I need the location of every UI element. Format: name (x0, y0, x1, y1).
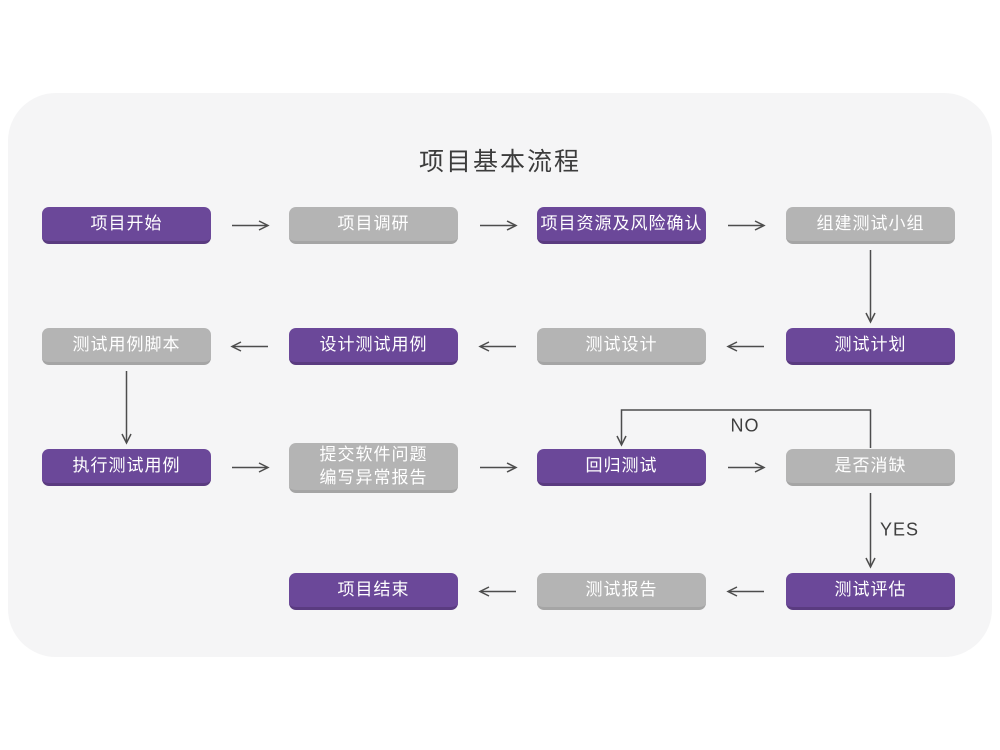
flow-node-project-research: 项目调研 (289, 207, 458, 244)
flow-node-test-case-script: 测试用例脚本 (42, 328, 211, 365)
flow-node-build-test-team: 组建测试小组 (786, 207, 955, 244)
flow-node-execute-test-cases: 执行测试用例 (42, 449, 211, 486)
flow-node-test-plan: 测试计划 (786, 328, 955, 365)
node-label: 测试计划 (834, 334, 907, 354)
flow-node-project-start: 项目开始 (42, 207, 211, 244)
flow-node-defect-resolved: 是否消缺 (786, 449, 955, 486)
flow-node-project-resources-risk-confirm: 项目资源及风险确认 (537, 207, 706, 244)
node-label: 组建测试小组 (816, 213, 925, 233)
node-label: 回归测试 (585, 455, 658, 475)
flow-node-submit-issues-write-report: 提交软件问题编写异常报告 (289, 443, 458, 493)
node-label: 项目调研 (337, 213, 410, 233)
flow-node-design-test-cases: 设计测试用例 (289, 328, 458, 365)
edge-label-no: NO (730, 415, 760, 436)
flow-node-test-evaluation: 测试评估 (786, 573, 955, 610)
page-title: 项目基本流程 (418, 148, 582, 176)
node-label: 测试报告 (585, 579, 658, 599)
node-label: 测试评估 (834, 579, 907, 599)
node-label: 项目开始 (90, 213, 163, 233)
flowchart-card (8, 93, 992, 657)
node-label: 执行测试用例 (72, 455, 181, 475)
node-label: 设计测试用例 (319, 334, 428, 354)
flow-node-project-end: 项目结束 (289, 573, 458, 610)
flow-node-test-design: 测试设计 (537, 328, 706, 365)
node-label: 是否消缺 (834, 455, 907, 475)
edge-label-yes: YES (880, 519, 920, 540)
flow-node-regression-test: 回归测试 (537, 449, 706, 486)
node-label: 测试用例脚本 (72, 334, 181, 354)
node-label: 提交软件问题 (319, 444, 428, 464)
flow-node-test-report: 测试报告 (537, 573, 706, 610)
node-label: 项目结束 (337, 579, 410, 599)
node-label: 项目资源及风险确认 (540, 213, 703, 233)
node-label: 测试设计 (585, 334, 658, 354)
node-label: 编写异常报告 (319, 467, 428, 487)
